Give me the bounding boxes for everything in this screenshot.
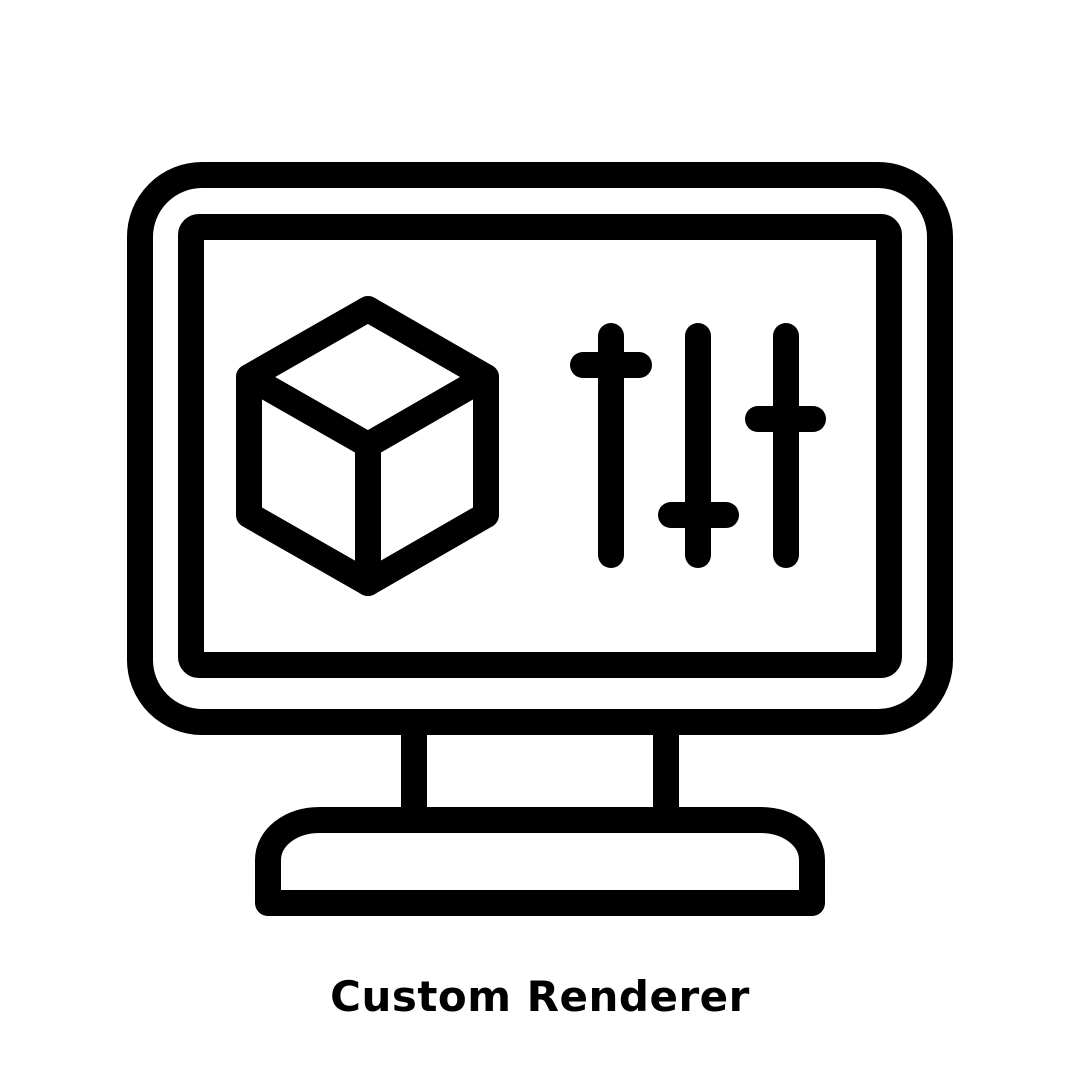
monitor-stand (401, 722, 679, 820)
cube-icon (236, 296, 499, 596)
monitor-base (255, 807, 825, 916)
monitor-frame (127, 162, 953, 735)
icon-caption: Custom Renderer (330, 972, 750, 1021)
screen (178, 214, 902, 678)
custom-renderer-icon (127, 162, 953, 916)
sliders-icon (570, 323, 826, 568)
